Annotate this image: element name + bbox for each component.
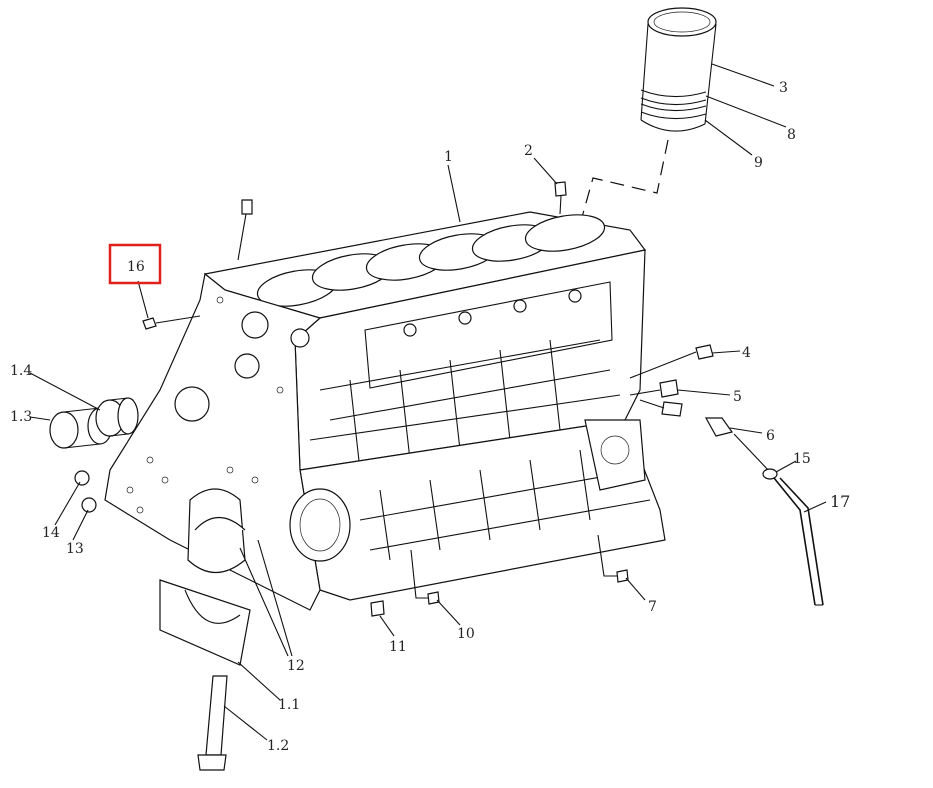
callout-3: 3: [779, 80, 788, 96]
callout-10: 10: [457, 626, 475, 642]
callout-9: 9: [754, 155, 763, 171]
callout-2: 2: [524, 143, 533, 159]
plug-10: [427, 591, 440, 605]
cylinder-liner: [640, 7, 717, 132]
callout-1-3: 1.3: [10, 409, 32, 425]
callout-labels: 1 2 3 4 5 6 7 8 9 10 11 12 13 14 15 17 1…: [10, 80, 850, 754]
callout-17: 17: [830, 492, 850, 511]
plug-11: [370, 600, 385, 617]
callout-1-4: 1.4: [10, 363, 32, 379]
callout-4: 4: [742, 345, 751, 361]
highlight-box: [108, 243, 162, 285]
callout-8: 8: [787, 127, 796, 143]
callout-1: 1: [444, 149, 453, 165]
callout-1-1: 1.1: [278, 697, 300, 713]
side-fittings: [629, 344, 824, 606]
pin-16: [142, 317, 157, 330]
leader-lines: [29, 63, 827, 741]
callout-14: 14: [42, 525, 60, 541]
callout-6: 6: [766, 428, 775, 444]
callout-16: 16: [127, 259, 145, 275]
callout-13: 13: [66, 541, 84, 557]
callout-11: 11: [389, 639, 407, 655]
callout-7: 7: [648, 599, 657, 615]
pin-2: [554, 181, 567, 197]
callout-15: 15: [793, 451, 811, 467]
highlighted-callout-16: 16: [108, 243, 162, 285]
plug-7: [616, 569, 629, 583]
liner-install-path: [576, 139, 669, 236]
cylinder-bores: [256, 214, 606, 307]
plug-13: [81, 497, 97, 513]
plug-14: [74, 470, 90, 486]
callout-12: 12: [287, 658, 305, 674]
cylinder-block: [104, 211, 666, 611]
callout-1-2: 1.2: [267, 738, 289, 754]
dowel-pin: [241, 199, 253, 215]
cam-bushings: [49, 397, 139, 449]
callout-5: 5: [733, 389, 742, 405]
main-bearing-assembly: [159, 488, 251, 771]
